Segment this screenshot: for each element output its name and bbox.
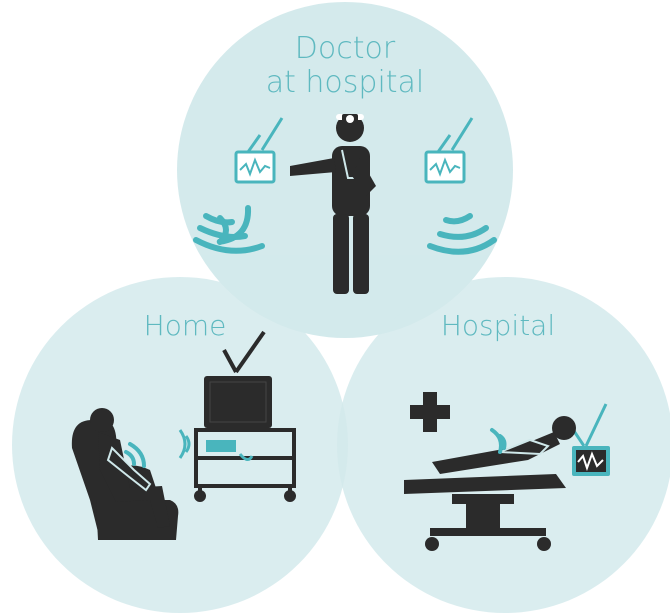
person-in-armchair-icon xyxy=(71,408,179,540)
monitor-icon xyxy=(424,117,474,184)
signal-waves-icon xyxy=(427,213,497,255)
patient-lying-icon xyxy=(432,416,576,474)
doctor-icon xyxy=(290,114,376,294)
home-label: Home xyxy=(144,309,227,342)
monitor-icon xyxy=(234,117,284,184)
monitor-icon xyxy=(178,429,254,461)
hospital-bed-icon xyxy=(404,474,566,551)
doctor-label-line1: Doctor xyxy=(295,31,396,66)
doctor-label-line2: at hospital xyxy=(266,65,425,100)
medical-cross-icon xyxy=(410,392,450,432)
venn-circles xyxy=(12,2,670,613)
circle-home xyxy=(12,277,348,613)
signal-waves-icon xyxy=(124,442,146,468)
signal-waves-icon xyxy=(193,205,265,254)
television-icon xyxy=(204,330,272,428)
monitor-icon xyxy=(570,403,610,476)
signal-waves-icon xyxy=(490,428,507,454)
hospital-label: Hospital xyxy=(441,309,555,342)
